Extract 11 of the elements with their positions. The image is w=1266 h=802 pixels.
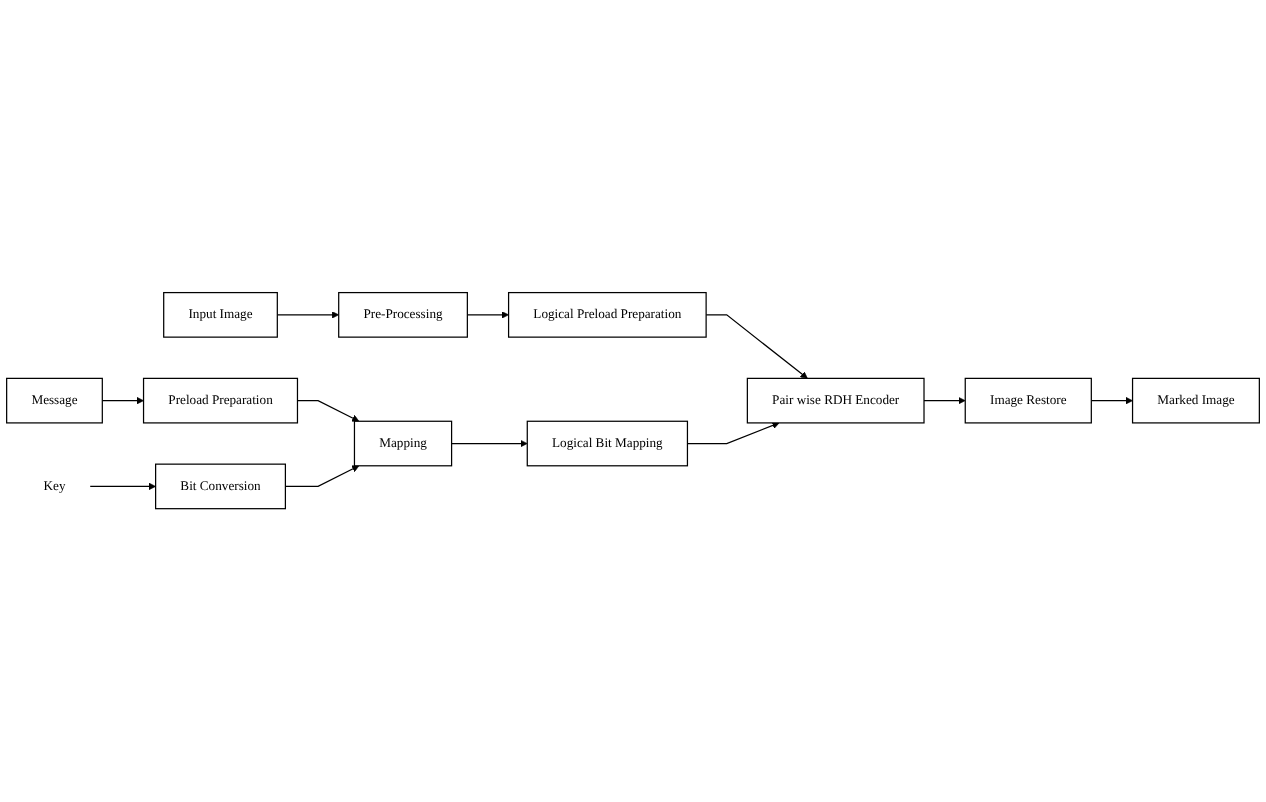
arrow <box>923 397 966 405</box>
arrow <box>284 465 360 488</box>
arrow <box>705 314 808 380</box>
arrow <box>276 311 340 319</box>
arrow <box>1090 397 1133 405</box>
arrow <box>101 397 144 405</box>
arrow <box>89 483 156 491</box>
arrow <box>296 400 360 422</box>
arrow <box>466 311 509 319</box>
arrow <box>686 422 780 445</box>
arrow <box>451 440 528 448</box>
